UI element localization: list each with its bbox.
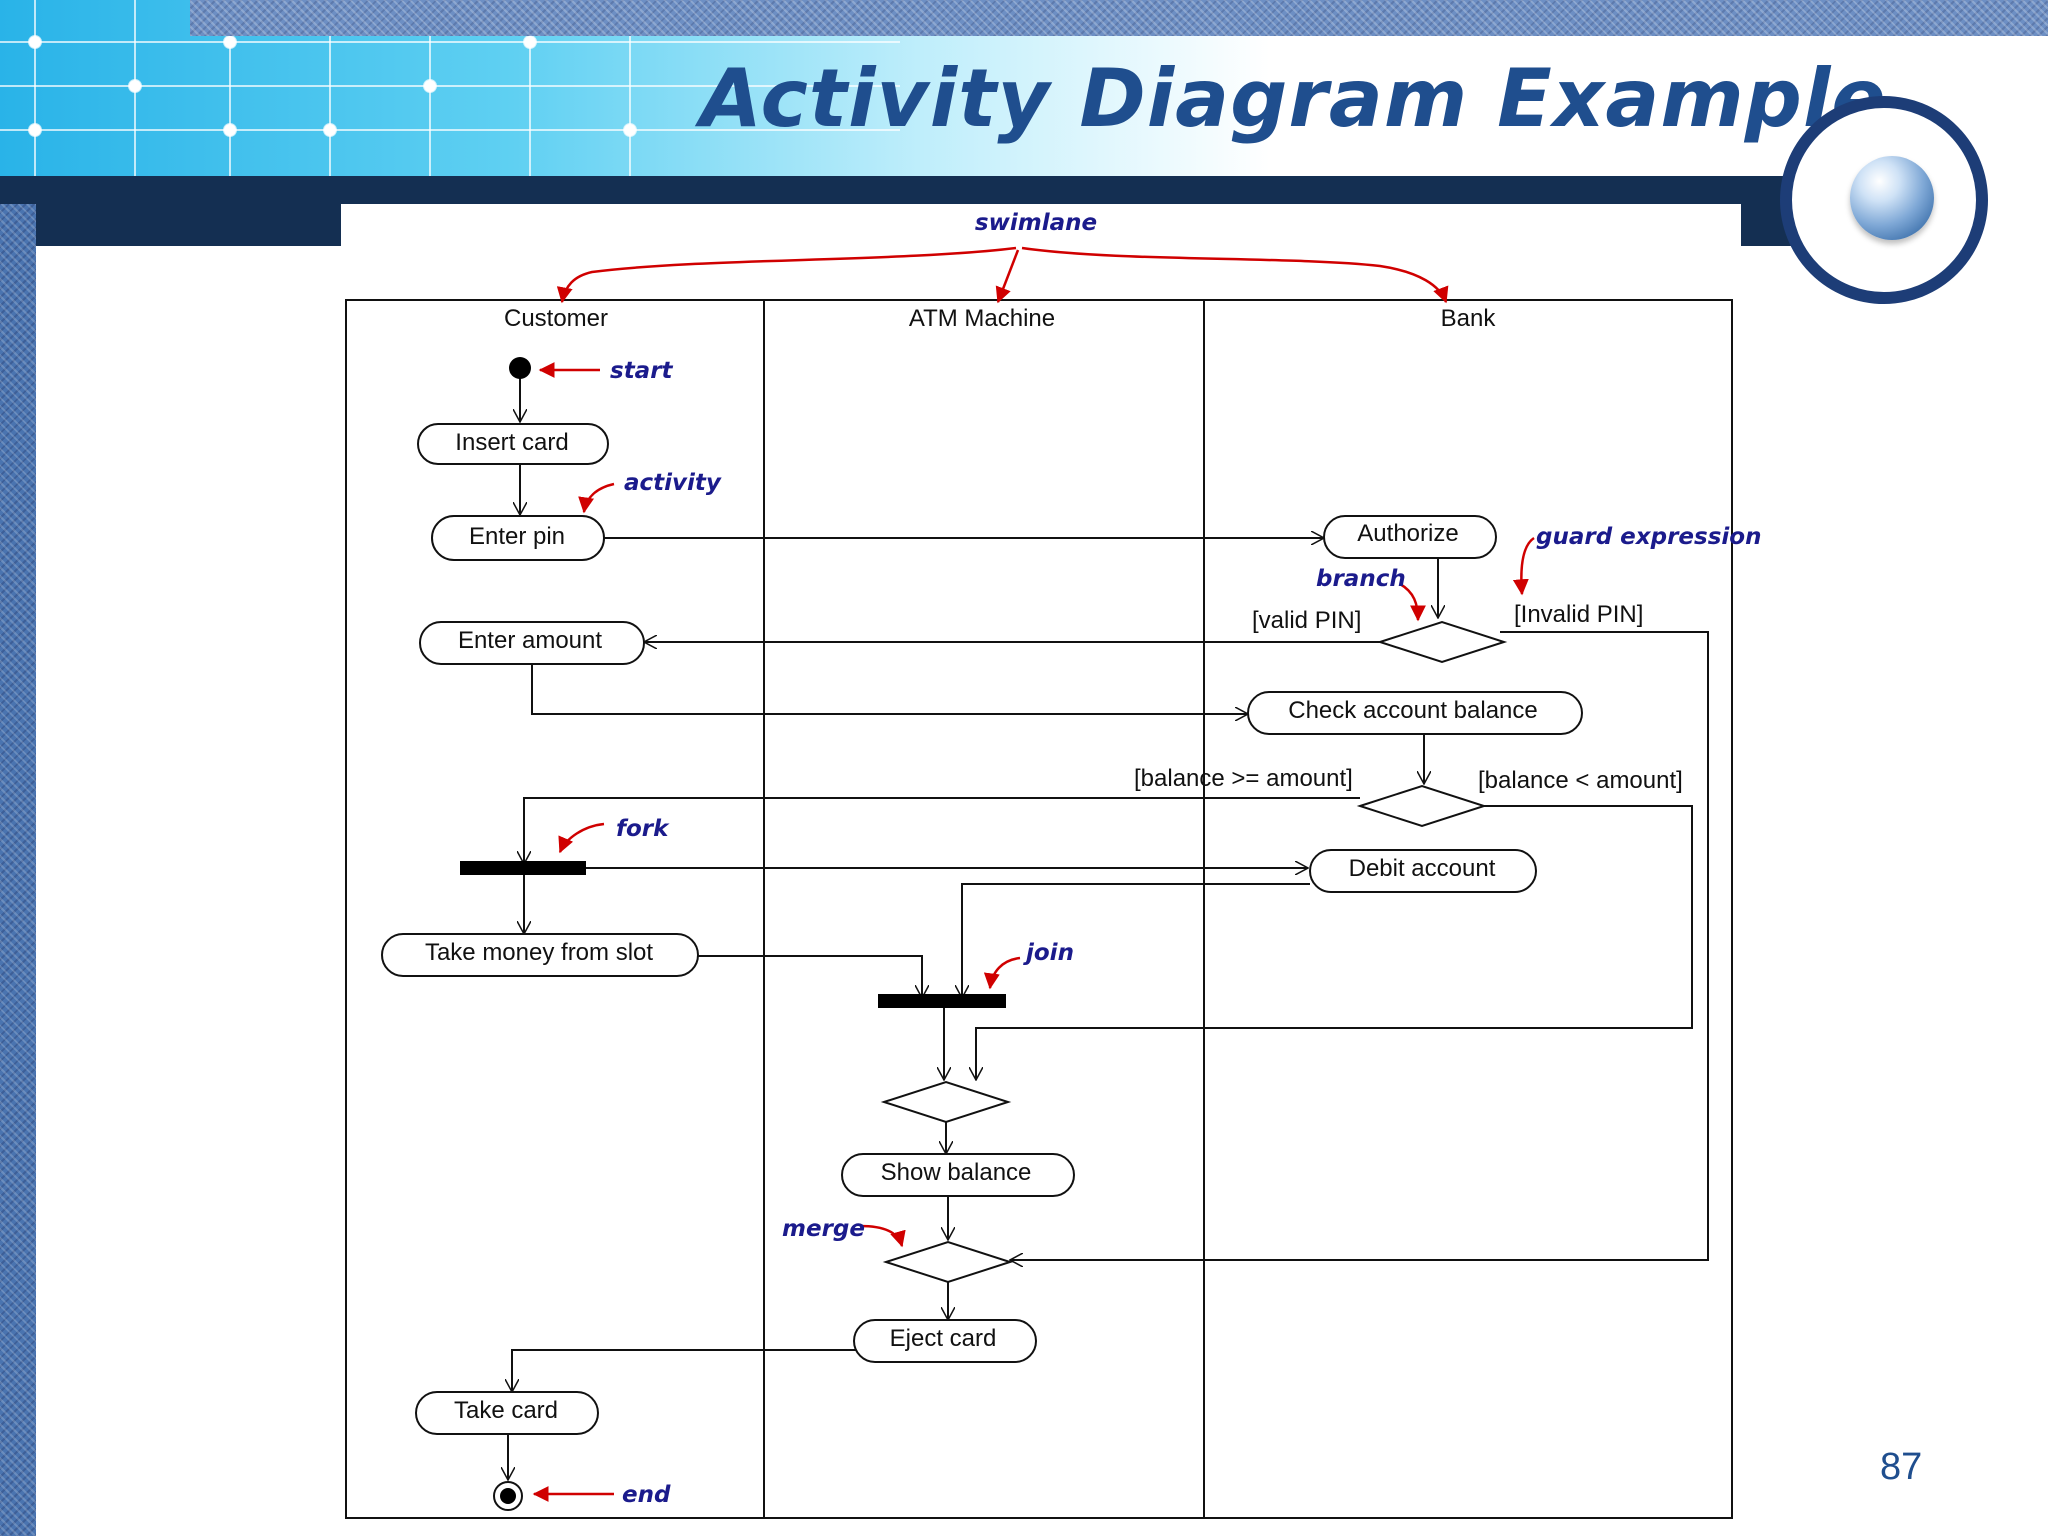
activity-enter-pin-label: Enter pin (469, 523, 565, 550)
swimlane-arrow-bank (1021, 246, 1449, 304)
guard-balance-lt: [balance < amount] (1478, 767, 1683, 794)
annotation-fork: fork (616, 816, 670, 842)
flow-enteramount-check (531, 662, 1248, 714)
annotation-end: end (622, 1482, 671, 1508)
activity-debit-account-label: Debit account (1349, 855, 1496, 882)
top-denim-strip (190, 0, 2048, 36)
swimlane-arrow-atm (995, 249, 1020, 304)
circuit-grid-decoration (0, 0, 900, 180)
activity-take-card (415, 1391, 599, 1435)
pin-branch-diamond (1376, 620, 1508, 664)
balance-branch-diamond (1356, 784, 1488, 828)
annotation-merge: merge (782, 1216, 865, 1242)
activity-insert-card (417, 423, 609, 465)
annotation-start: start (610, 358, 674, 384)
merge-diamond-1 (880, 1080, 1012, 1124)
guard-balance-ge: [balance >= amount] (1134, 765, 1353, 792)
guard-expression-arrow (1512, 536, 1535, 596)
swimlane-frame (345, 299, 1733, 1519)
flow-eject-takecard (512, 1349, 856, 1392)
annotation-guard-expression: guard expression (1536, 524, 1761, 550)
activity-show-balance-label: Show balance (881, 1159, 1032, 1186)
activity-insert-card-label: Insert card (455, 429, 568, 456)
activity-take-money-label: Take money from slot (425, 939, 653, 966)
activity-check-balance-label: Check account balance (1288, 697, 1538, 724)
annotation-branch: branch (1316, 566, 1406, 592)
join-arrow (983, 956, 1021, 990)
merge-diamond-2 (882, 1240, 1014, 1284)
page-number: 87 (1880, 1446, 1923, 1488)
annotation-activity: activity (624, 470, 722, 496)
activity-authorize (1323, 515, 1497, 559)
fork-bar (460, 861, 586, 875)
activity-eject-card-label: Eject card (890, 1325, 997, 1352)
start-node (509, 357, 531, 379)
activity-enter-amount (419, 621, 645, 665)
header-navy-block (36, 180, 341, 246)
lane-label-bank: Bank (1441, 305, 1497, 332)
activity-authorize-label: Authorize (1357, 520, 1458, 547)
activity-enter-amount-label: Enter amount (458, 627, 602, 654)
lane-label-atm: ATM Machine (909, 305, 1055, 332)
join-bar (878, 994, 1006, 1008)
globe-icon (1850, 156, 1934, 240)
flow-takemoney-join (696, 955, 922, 998)
fork-arrow (558, 822, 605, 854)
activity-check-balance (1247, 691, 1583, 735)
end-node-ring (493, 1481, 523, 1511)
activity-enter-pin (431, 515, 605, 561)
end-node (500, 1488, 516, 1504)
activity-show-balance (841, 1153, 1075, 1197)
slide-title: Activity Diagram Example (700, 52, 1887, 145)
activity-take-money (381, 933, 699, 977)
merge-arrow (859, 1224, 906, 1248)
branch-arrow (1399, 582, 1426, 622)
activity-debit-account (1309, 849, 1537, 893)
flow-invalid-merge (1010, 631, 1709, 1260)
flow-debit-join (962, 883, 1310, 998)
guard-valid-pin: [valid PIN] (1252, 607, 1361, 634)
flow-lt-join-merge (976, 805, 1693, 1080)
activity-take-card-label: Take card (454, 1397, 558, 1424)
lane-label-customer: Customer (504, 305, 608, 332)
activity-eject-card (853, 1319, 1037, 1363)
flow-ge-fork (524, 797, 1360, 864)
left-denim-border (0, 0, 36, 1536)
activity-arrow (578, 482, 615, 514)
swimlane-arrow-customer (556, 246, 1017, 304)
annotation-swimlane: swimlane (975, 210, 1097, 236)
annotation-join: join (1023, 940, 1074, 966)
guard-invalid-pin: [Invalid PIN] (1514, 601, 1643, 628)
